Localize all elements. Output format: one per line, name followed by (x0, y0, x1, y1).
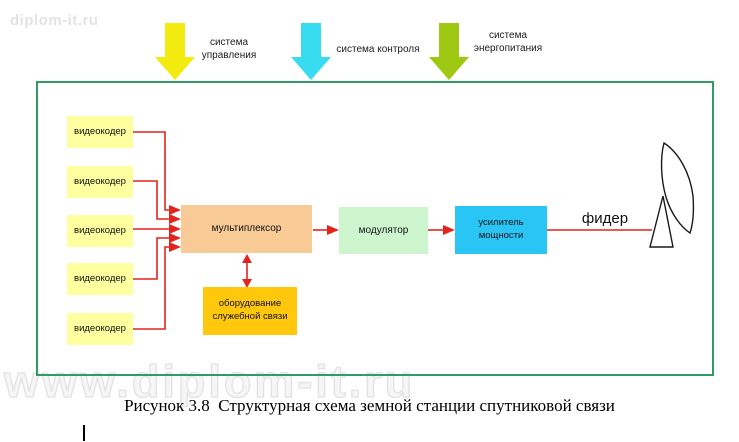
monitor-system-arrow-icon (291, 23, 331, 80)
power-system-label: система энергопитания (473, 30, 543, 54)
watermark-bottom: www.diplom-it.ru (3, 355, 416, 407)
watermark-top-left: diplom-it.ru (10, 12, 99, 29)
service-comms-block: оборудование служебной связи (203, 287, 297, 335)
text-cursor (83, 425, 85, 441)
feeder-label: фидер (581, 210, 629, 227)
power-amplifier-label: усилитель мощности (478, 217, 524, 241)
video-encoder-block-2: видеокодер (67, 166, 133, 198)
control-system-arrow-icon (155, 23, 195, 80)
control-system-label: система управления (201, 37, 257, 61)
multiplexer-block: мультиплексор (181, 205, 312, 253)
video-encoder-block-5: видеокодер (67, 313, 133, 345)
video-encoder-block-3: видеокодер (67, 215, 133, 247)
modulator-block: модулятор (339, 207, 428, 254)
video-encoder-block-4: видеокодер (67, 263, 133, 295)
monitor-system-label: система контроля (336, 44, 420, 55)
power-system-arrow-icon (429, 23, 469, 80)
figure-caption: Рисунок 3.8 Структурная схема земной ста… (124, 396, 615, 415)
video-encoder-block-1: видеокодер (67, 116, 133, 148)
diagram-frame (36, 81, 714, 376)
power-amplifier-block: усилитель мощности (455, 206, 547, 254)
service-comms-label: оборудование служебной связи (212, 298, 288, 322)
